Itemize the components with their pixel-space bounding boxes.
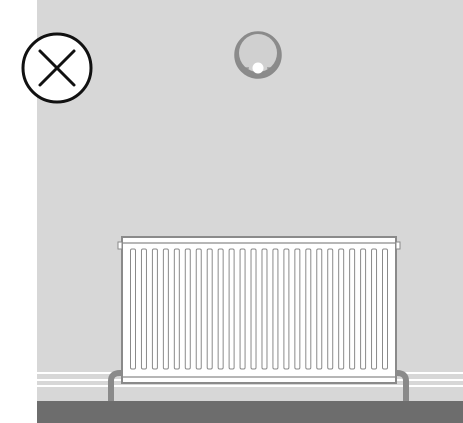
floor <box>37 401 463 423</box>
radiator-fin <box>162 248 169 370</box>
radiator-fin <box>371 248 378 370</box>
radiator-fin <box>239 248 246 370</box>
radiator-fin <box>140 248 147 370</box>
radiator-fin <box>173 248 180 370</box>
radiator-fin <box>272 248 279 370</box>
radiator-fin <box>228 248 235 370</box>
radiator-fin <box>294 248 301 370</box>
radiator-fin <box>283 248 290 370</box>
radiator-fin <box>349 248 356 370</box>
radiator-icon <box>117 236 401 384</box>
radiator-fin <box>316 248 323 370</box>
radiator-fin <box>327 248 334 370</box>
thermostat-icon <box>234 31 282 79</box>
radiator-fin <box>382 248 388 370</box>
radiator-fin <box>217 248 224 370</box>
radiator-fin <box>151 248 158 370</box>
radiator-fin <box>261 248 268 370</box>
radiator-fin <box>130 248 136 370</box>
radiator-fin <box>338 248 345 370</box>
radiator-fin <box>360 248 367 370</box>
radiator-fin <box>184 248 191 370</box>
radiator-fin <box>195 248 202 370</box>
radiator-fin <box>305 248 312 370</box>
x-circle-icon <box>21 32 93 104</box>
radiator-fin <box>250 248 257 370</box>
radiator-fin <box>206 248 213 370</box>
radiator-pipes <box>108 370 409 401</box>
